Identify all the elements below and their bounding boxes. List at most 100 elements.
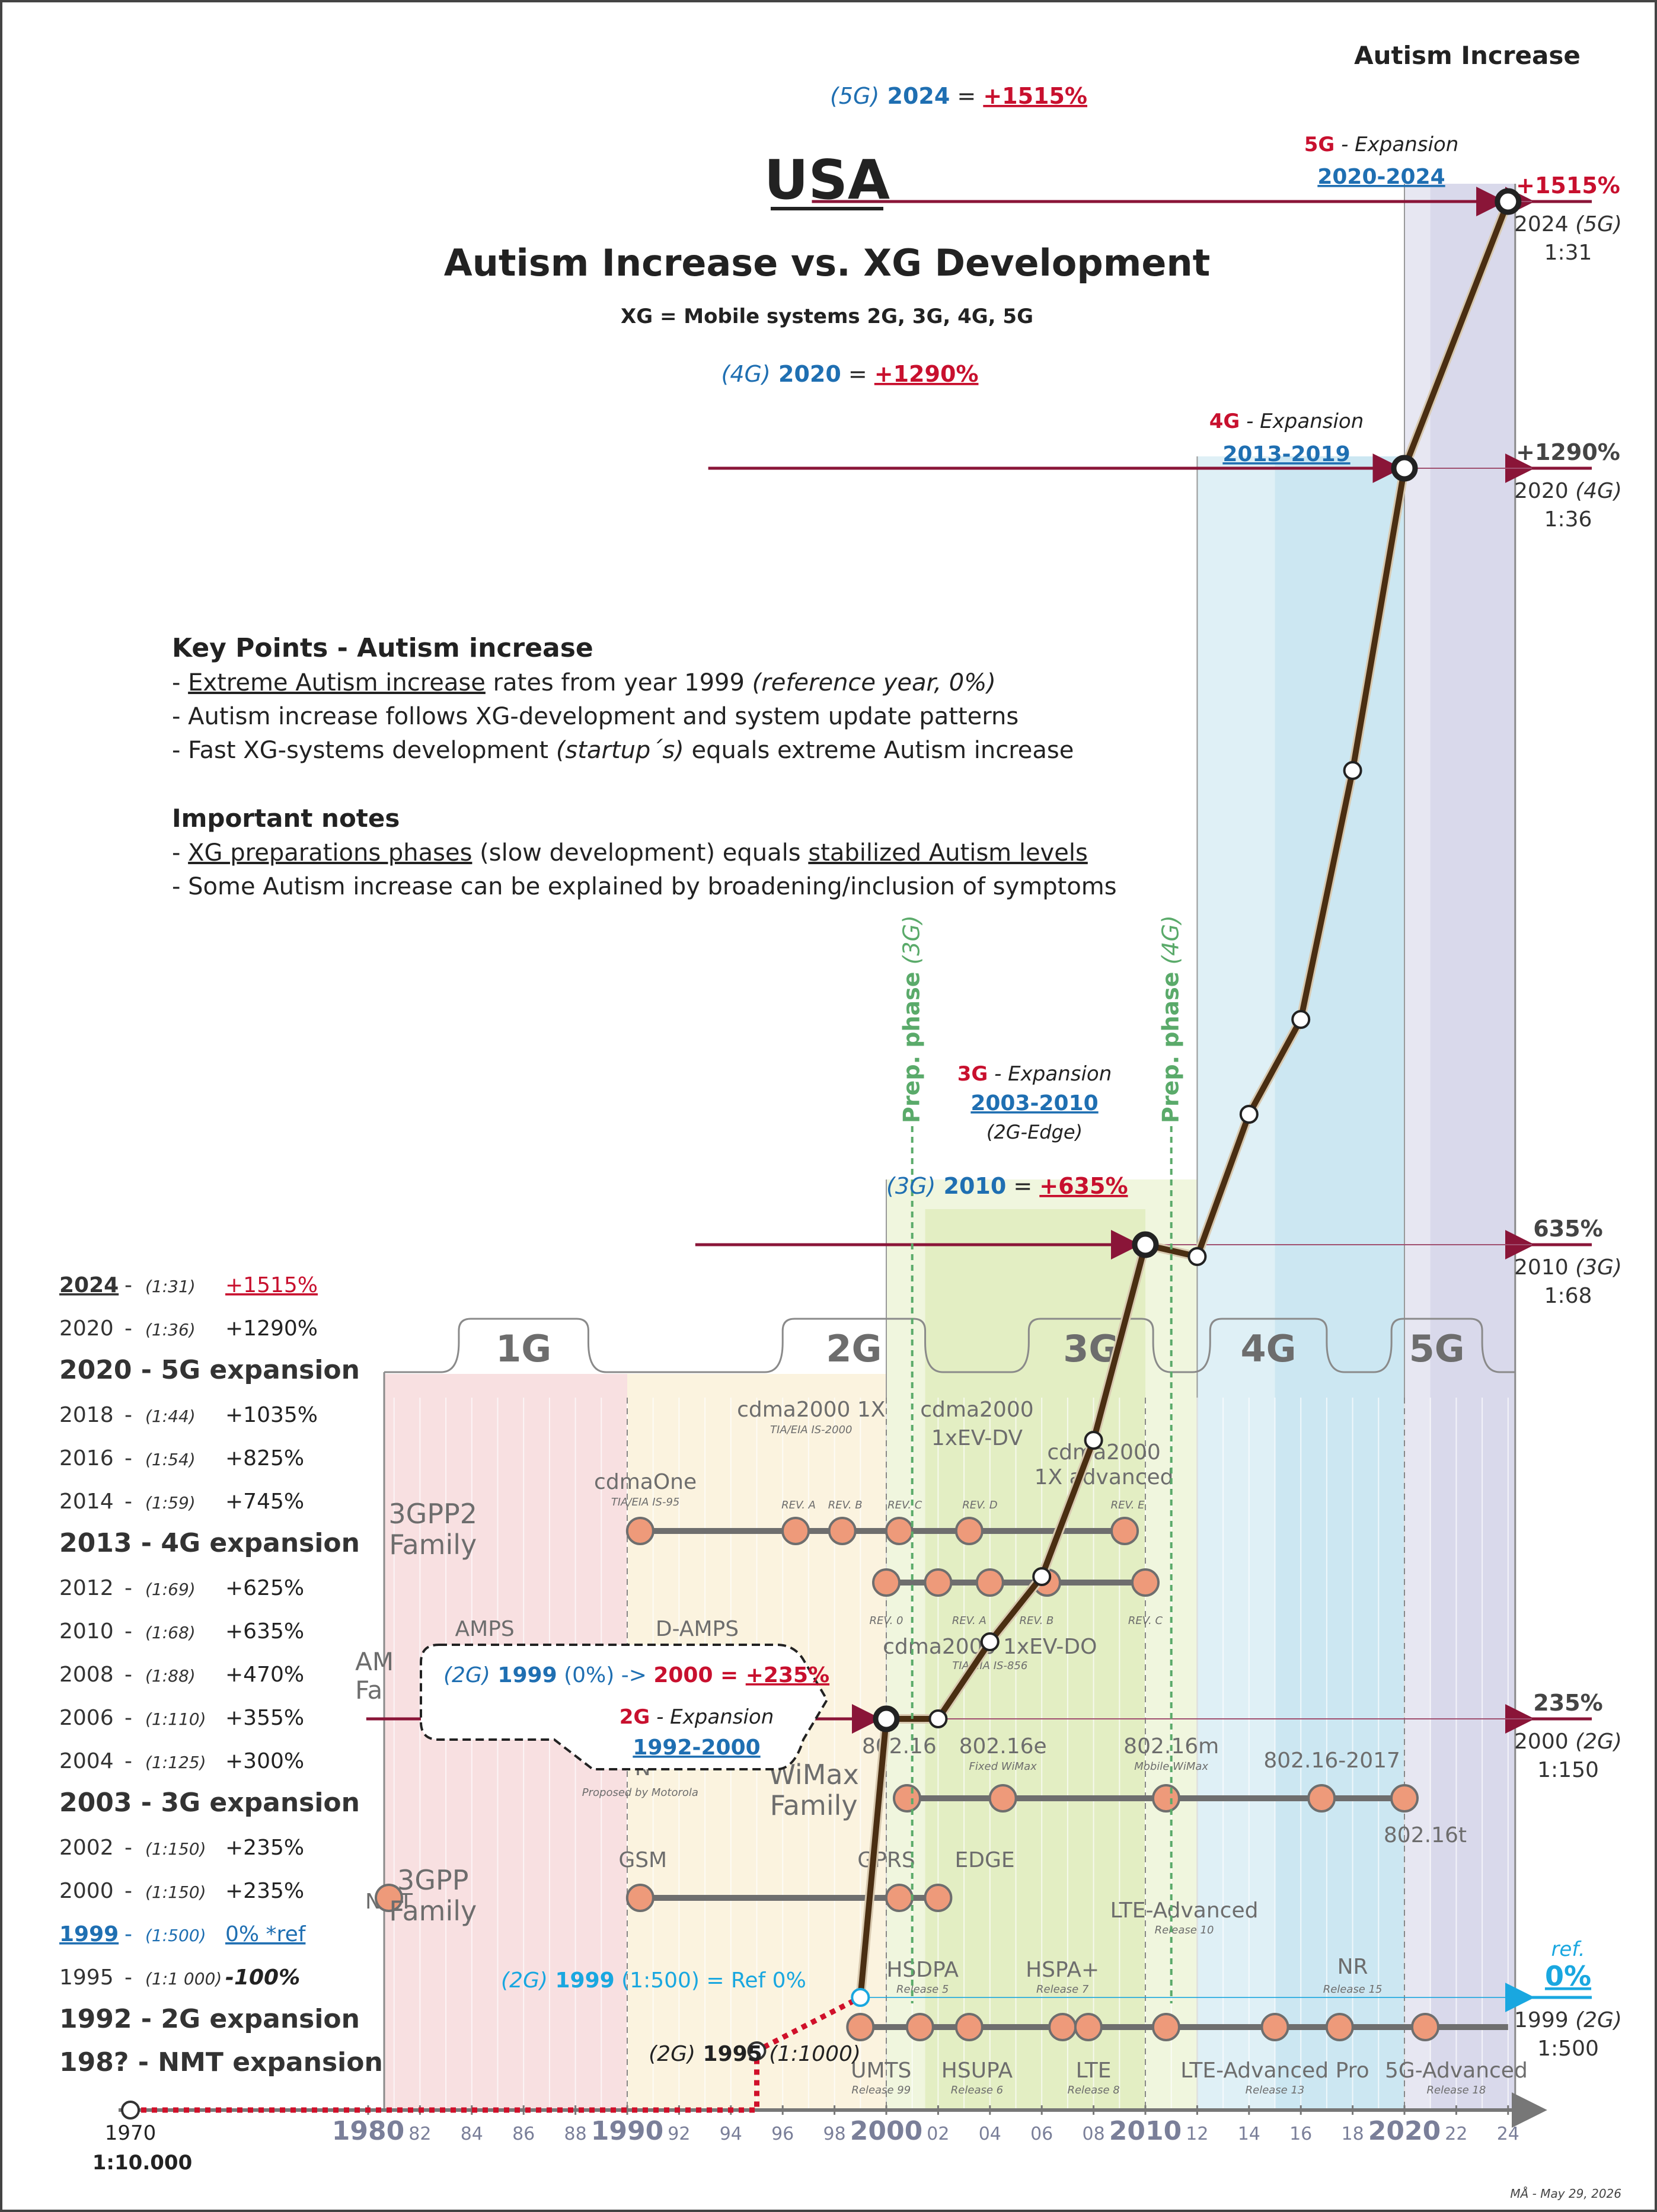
key-point-2: - Autism increase follows XG-development…: [172, 703, 1019, 730]
tech-node: [1307, 1784, 1336, 1813]
rev-b-0: REV. 0: [869, 1615, 903, 1627]
rev-a-2: REV. C: [887, 1499, 922, 1511]
notes-heading: Important notes: [172, 804, 400, 833]
cdmaadv-label-a: cdma2000: [1047, 1440, 1160, 1465]
table-phase: 198? - NMT expansion: [59, 2047, 383, 2077]
table-dash: -: [124, 1706, 132, 1730]
tab-outline: [384, 1318, 1515, 1373]
right-value: 635%: [1533, 1216, 1602, 1242]
table-value: +635%: [225, 1619, 304, 1644]
right-year: 2020 (4G): [1514, 479, 1622, 503]
callout-4g: (4G) 2020 = +1290%: [721, 361, 979, 387]
page-subtitle: XG = Mobile systems 2G, 3G, 4G, 5G: [621, 305, 1033, 328]
table-year: 2002: [59, 1836, 114, 1860]
rev-b-1: REV. A: [952, 1615, 986, 1627]
table-ratio: (1:88): [145, 1666, 196, 1686]
data-point-2010: [1132, 1231, 1159, 1258]
x-tick-label: 92: [668, 2124, 690, 2144]
band-5g-core: [1430, 184, 1515, 2110]
table-dash: -: [124, 1619, 132, 1644]
w802162017-label: 802.16-2017: [1263, 1748, 1400, 1773]
table-dash: -: [124, 1879, 132, 1903]
table-year: 2016: [59, 1446, 114, 1471]
x-tick-label: 2010: [1109, 2116, 1182, 2146]
ltea-label: LTE-Advanced: [1110, 1898, 1259, 1923]
callout-3g: (3G) 2010 = +635%: [886, 1173, 1128, 1199]
table-value: +1290%: [225, 1316, 318, 1341]
x-tick-label: 1980: [332, 2116, 404, 2146]
table-phase: 2020 - 5G expansion: [59, 1355, 360, 1385]
table-ratio: (1:1 000): [145, 1969, 222, 1989]
tech-node: [1151, 2013, 1180, 2041]
table-phase: 1992 - 2G expansion: [59, 2004, 360, 2034]
x-tick-label: 16: [1289, 2124, 1312, 2144]
key-points-heading: Key Points - Autism increase: [172, 633, 593, 663]
table-dash: -: [124, 1836, 132, 1860]
label-1970: 1970: [105, 2121, 157, 2145]
table-year: 2006: [59, 1706, 114, 1730]
rev-a-3: REV. D: [962, 1499, 997, 1511]
pre-reference-line: [130, 1994, 862, 2113]
prep-phase-label: Prep. phase (3G): [899, 915, 925, 1123]
table-year: 2020: [59, 1316, 114, 1341]
amps-label: AMPS: [455, 1617, 515, 1641]
tech-node: [892, 1784, 921, 1813]
tech-node: [1325, 2013, 1354, 2041]
lteap-sub: Release 13: [1246, 2084, 1305, 2096]
data-point-2020: [1391, 455, 1418, 482]
table-value: 0% *ref: [225, 1922, 307, 1946]
ltea-sub: Release 10: [1155, 1924, 1214, 1936]
data-point-1999: [851, 1988, 870, 2007]
table-dash: -: [124, 1446, 132, 1471]
hsupa-sub: Release 6: [951, 2084, 1003, 2096]
family-3gpp2: 3GPP2: [388, 1498, 477, 1530]
x-tick-label: 86: [512, 2124, 535, 2144]
tab-label-5G: 5G: [1409, 1327, 1465, 1370]
key-point-3: - Fast XG-systems development (startup´s…: [172, 737, 1074, 764]
callout-2g-bubble: [420, 1644, 829, 1770]
table-value: +235%: [225, 1836, 304, 1860]
expansion-4G: 4G - Expansion: [1209, 410, 1364, 433]
data-point-2006: [1032, 1567, 1052, 1586]
table-ratio: (1:150): [145, 1839, 206, 1859]
tech-node: [924, 1884, 953, 1912]
expansion-period-2G: 1992-2000: [633, 1735, 760, 1760]
w80216e-sub: Fixed WiMax: [969, 1760, 1037, 1773]
tab-label-4G: 4G: [1241, 1327, 1297, 1370]
family-3gpp2-word: Family: [389, 1529, 477, 1561]
callout-1995: (2G) 1995 (1:1000): [649, 2042, 861, 2066]
corner-label: Autism Increase: [1354, 41, 1581, 70]
table-phase: 2003 - 3G expansion: [59, 1788, 360, 1818]
table-year: 2014: [59, 1489, 114, 1514]
tech-node: [1390, 1784, 1419, 1813]
expansion-note-3G: (2G-Edge): [986, 1121, 1083, 1143]
table-ratio: (1:59): [145, 1493, 196, 1513]
amps-family-b: Fa: [355, 1676, 382, 1705]
x-tick-label: 22: [1445, 2124, 1467, 2144]
umts-label: UMTS: [851, 2058, 911, 2083]
callout-ref: (2G) 1999 (1:500) = Ref 0%: [501, 1968, 806, 1993]
table-dash: -: [124, 1922, 132, 1946]
key-point-1: - Extreme Autism increase rates from yea…: [172, 669, 996, 696]
generation-bands: [384, 184, 1516, 2110]
table-value: +235%: [225, 1879, 304, 1903]
tech-node: [846, 2013, 875, 2041]
x-tick-label: 06: [1030, 2124, 1053, 2144]
tab-label-1G: 1G: [496, 1327, 551, 1370]
table-value: +1515%: [225, 1273, 318, 1297]
data-point-2024: [1495, 188, 1522, 215]
hsdpa-sub: Release 5: [896, 1983, 949, 1996]
tech-node: [1151, 1784, 1180, 1813]
w80216-label: 802.16: [862, 1734, 937, 1759]
table-year: 1995: [59, 1965, 114, 1990]
cdmadv-label-a: cdma2000: [920, 1398, 1033, 1422]
table-ratio: (1:110): [145, 1709, 206, 1729]
amps-family-a: AM: [355, 1647, 394, 1676]
cdmadv-label-b: 1xEV-DV: [931, 1426, 1023, 1450]
right-ratio: 1:68: [1544, 1284, 1592, 1308]
tech-node: [1260, 2013, 1289, 2041]
